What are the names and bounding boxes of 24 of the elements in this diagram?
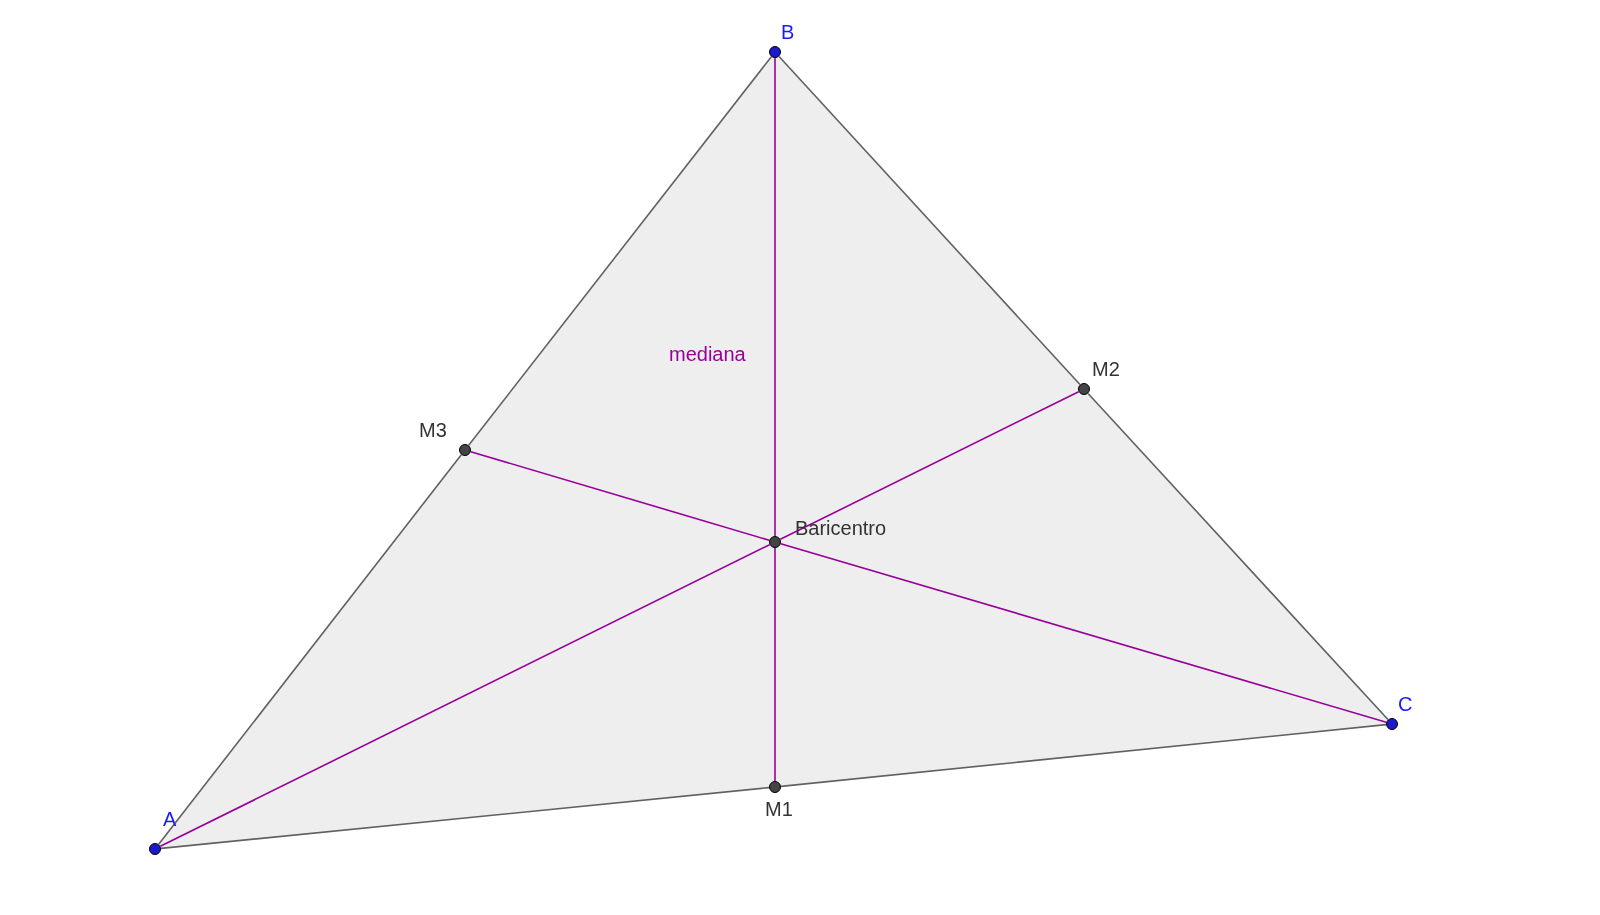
point-label: C (1398, 694, 1413, 714)
vertex-point (769, 46, 781, 58)
median-line (774, 547, 776, 782)
point (459, 444, 471, 456)
point-label: A (163, 809, 177, 829)
point-label: Baricentro (795, 518, 887, 538)
triangle-side (778, 55, 1081, 386)
median-line (779, 542, 1388, 724)
median-label: mediana (669, 344, 746, 364)
median-line (779, 390, 1080, 541)
triangle-side (160, 786, 770, 850)
triangle-side (1087, 392, 1389, 721)
triangle-side (780, 723, 1387, 788)
point-label: M1 (765, 799, 793, 819)
point-label: M3 (419, 420, 447, 440)
median-line (774, 57, 776, 537)
triangle-side (157, 453, 463, 846)
triangle-side (467, 55, 773, 447)
point-label: B (781, 22, 795, 42)
median-line (159, 543, 771, 848)
point-label: M2 (1092, 359, 1120, 379)
vertex-point (149, 843, 161, 855)
median-line (469, 450, 771, 542)
vertex-point (1386, 718, 1398, 730)
